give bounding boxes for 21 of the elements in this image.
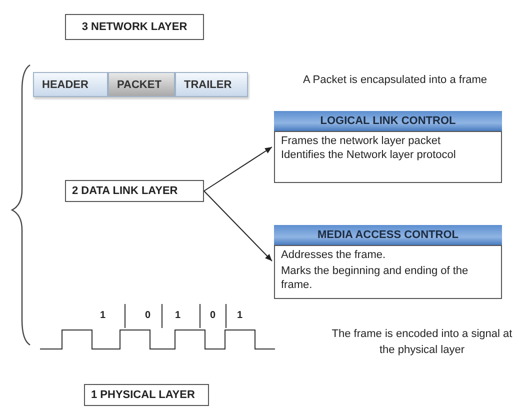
bit-value: 0 bbox=[210, 310, 216, 321]
bit-value: 1 bbox=[100, 310, 106, 321]
arrow bbox=[204, 146, 272, 192]
frame-segment: TRAILER bbox=[175, 72, 248, 97]
bit-value: 1 bbox=[175, 310, 181, 321]
arrow bbox=[204, 190, 272, 262]
description-text: Frames the network layer packet bbox=[281, 134, 442, 148]
frame-segment: PACKET bbox=[108, 72, 175, 97]
note-text: The frame is encoded into a signal at the physical layer bbox=[330, 327, 514, 358]
layer-box: 2 DATA LINK LAYER bbox=[65, 180, 204, 202]
layer-box: 1 PHYSICAL LAYER bbox=[84, 384, 209, 406]
description-text: Identifies the Network layer protocol bbox=[281, 148, 457, 162]
description-text: Marks the beginning and ending of the frame. bbox=[281, 264, 470, 292]
card-header: MEDIA ACCESS CONTROL bbox=[274, 225, 502, 245]
layer-box: 3 NETWORK LAYER bbox=[65, 14, 204, 40]
frame-segment: HEADER bbox=[33, 72, 108, 97]
bit-value: 0 bbox=[145, 310, 151, 321]
bit-value: 1 bbox=[237, 310, 243, 321]
note-text: A Packet is encapsulated into a frame bbox=[302, 73, 488, 88]
description-text: Addresses the frame. bbox=[281, 248, 387, 262]
card-header: LOGICAL LINK CONTROL bbox=[274, 111, 502, 131]
